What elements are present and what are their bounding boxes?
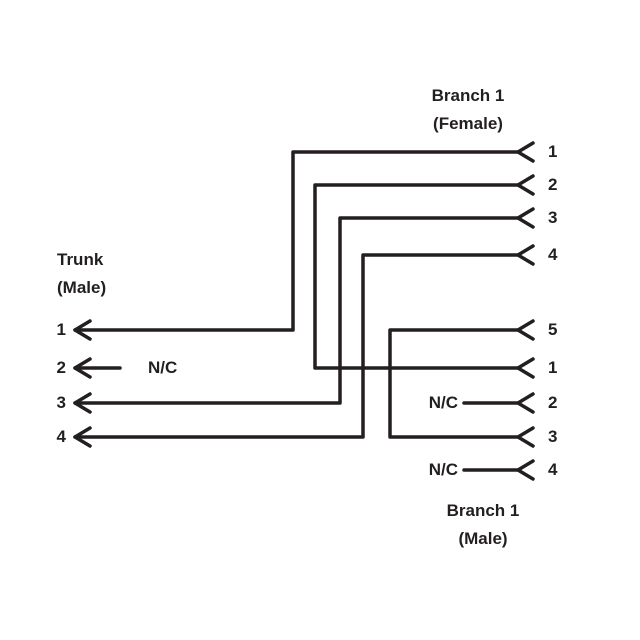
female-pin-5-label: 5	[548, 320, 558, 339]
male-pin-3-label: 3	[548, 427, 558, 446]
female-pin-5-chevron-icon	[516, 319, 535, 341]
trunk-pin-4-label: 4	[56, 427, 66, 446]
trunk-pin-2-label: 2	[56, 358, 66, 377]
female-pin-3-chevron-icon	[516, 207, 535, 229]
wire-female5-to-male3	[388, 328, 520, 439]
wire-trunk3-to-female3	[73, 216, 520, 405]
trunk-pin-4-arrow-icon	[73, 426, 92, 448]
wire-trunk1-to-female1	[73, 150, 520, 332]
branch-male-subtitle: (Male)	[458, 529, 508, 548]
trunk-pin-1-arrow-icon	[73, 319, 92, 341]
branch-male-title: Branch 1	[446, 501, 520, 520]
branch-female-title: Branch 1	[431, 86, 505, 105]
male-pin-4-chevron-icon	[516, 459, 535, 481]
female-pin-1-label: 1	[548, 142, 558, 161]
branch-female-subtitle: (Female)	[433, 114, 503, 133]
trunk-pin-2-nc-label: N/C	[148, 358, 178, 377]
male-pin-3-chevron-icon	[516, 426, 535, 448]
male-pin-4-nc-label: N/C	[428, 460, 458, 479]
male-pin-1-label: 1	[548, 358, 558, 377]
male-pin-1-chevron-icon	[516, 357, 535, 379]
wire-female2-to-male1	[313, 183, 520, 370]
trunk-pin-3-label: 3	[56, 393, 66, 412]
female-pin-1-chevron-icon	[516, 141, 535, 163]
male-pin-4-label: 4	[548, 460, 558, 479]
male-pin-2-nc-label: N/C	[428, 393, 458, 412]
trunk-pin-1-label: 1	[56, 320, 66, 339]
female-pin-3-label: 3	[548, 208, 558, 227]
female-pin-4-chevron-icon	[516, 244, 535, 266]
wire-trunk4-to-female4	[73, 253, 520, 439]
trunk-pin-2-arrow-icon	[73, 357, 92, 379]
trunk-pin-3-arrow-icon	[73, 392, 92, 414]
female-pin-4-label: 4	[548, 245, 558, 264]
male-pin-2-chevron-icon	[516, 392, 535, 414]
female-pin-2-label: 2	[548, 175, 558, 194]
male-pin-2-label: 2	[548, 393, 558, 412]
female-pin-2-chevron-icon	[516, 174, 535, 196]
trunk-title: Trunk	[57, 250, 104, 269]
trunk-subtitle: (Male)	[57, 278, 107, 297]
